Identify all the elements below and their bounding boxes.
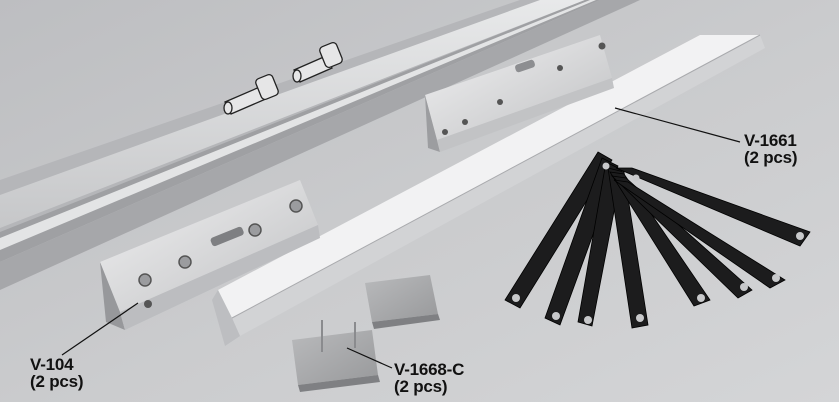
callout-line-v104 <box>61 302 139 356</box>
label-v104: V-104 (2 pcs) <box>30 355 84 391</box>
part-code: V-1661 <box>744 131 797 150</box>
profile-bar-v1661 <box>212 34 765 346</box>
callout-line-v1668c <box>346 347 393 369</box>
bolt-left <box>223 73 279 115</box>
rubber-strips <box>504 151 811 329</box>
end-cap-back <box>365 275 440 329</box>
part-quantity: (2 pcs) <box>30 372 84 391</box>
end-cap-front <box>292 320 380 392</box>
label-v1661: V-1661 (2 pcs) <box>744 131 798 167</box>
rubber-strip-holes <box>512 162 804 324</box>
part-code: V-1668-C <box>394 360 465 379</box>
callout-line-v1661 <box>614 107 741 143</box>
label-v1668c: V-1668-C (2 pcs) <box>394 361 464 395</box>
bolt-right <box>292 41 343 83</box>
aluminum-guide-rail <box>0 0 640 290</box>
part-quantity: (2 pcs) <box>394 377 448 396</box>
part-quantity: (2 pcs) <box>744 148 798 167</box>
part-code: V-104 <box>30 355 74 374</box>
clamp-block-back <box>425 35 614 152</box>
clamp-block-front <box>100 180 320 330</box>
